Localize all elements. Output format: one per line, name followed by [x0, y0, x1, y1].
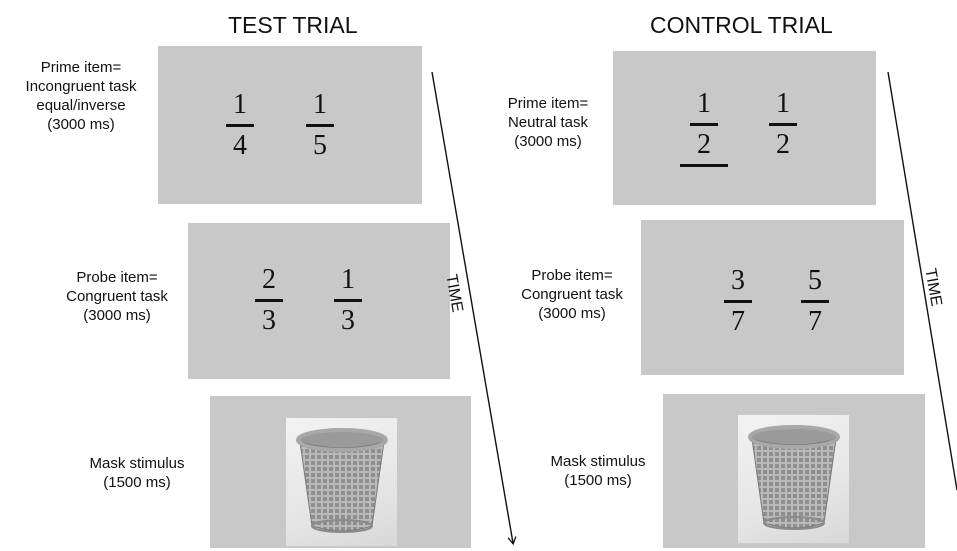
- control-prime-label: Prime item= Neutral task (3000 ms): [507, 95, 589, 150]
- fraction: 3 7: [718, 266, 758, 337]
- fraction: 2 3: [249, 265, 289, 336]
- control-mask-label: Mask stimulus (1500 ms): [550, 453, 646, 489]
- fraction: 1 2: [684, 89, 724, 160]
- underline-mark: [680, 164, 728, 167]
- wastebasket-icon: [738, 415, 849, 543]
- control-trial-title: CONTROL TRIAL: [650, 12, 833, 38]
- test-mask-panel: [210, 396, 471, 548]
- fraction: 1 4: [220, 90, 260, 161]
- test-trial-title: TEST TRIAL: [228, 12, 358, 38]
- control-probe-panel: 3 7 5 7: [641, 220, 904, 375]
- test-mask-label: Mask stimulus (1500 ms): [89, 455, 185, 491]
- control-time-arrow: [887, 71, 957, 491]
- fraction: 1 3: [328, 265, 368, 336]
- fraction: 1 5: [300, 90, 340, 161]
- control-prime-panel: 1 2 1 2: [613, 51, 876, 205]
- control-mask-panel: [663, 394, 925, 548]
- test-probe-label: Probe item= Congruent task (3000 ms): [66, 269, 168, 324]
- fraction: 5 7: [795, 266, 835, 337]
- fraction: 1 2: [763, 89, 803, 160]
- test-time-arrow: [431, 71, 513, 543]
- control-probe-label: Probe item= Congruent task (3000 ms): [521, 267, 623, 322]
- test-probe-panel: 2 3 1 3: [188, 223, 450, 379]
- test-prime-label: Prime item= Incongruent task equal/inver…: [25, 59, 137, 133]
- test-prime-panel: 1 4 1 5: [158, 46, 422, 204]
- wastebasket-icon: [286, 418, 397, 546]
